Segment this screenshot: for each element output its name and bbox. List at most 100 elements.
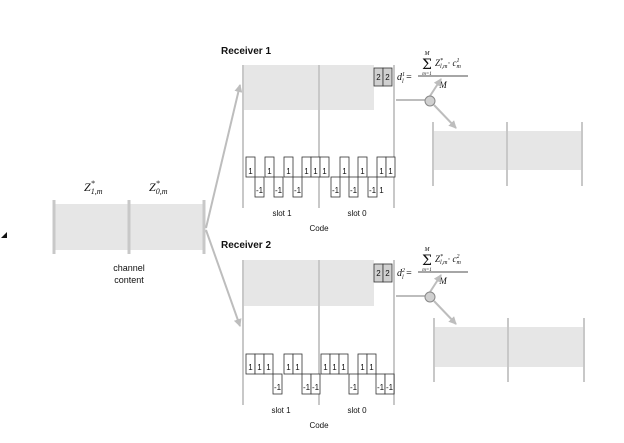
receiver1-register: 2 2 [373,67,393,87]
code-value: -1 [303,383,311,392]
code-cell [245,156,256,178]
channel-caption-line1: channel [113,263,145,273]
code-cell [357,156,368,178]
receiver1-title: Receiver 1 [221,46,271,57]
code-value: -1 [386,383,394,392]
receiver1-reg-value: 2 [385,73,390,82]
code-cell [292,353,303,375]
code-value: -1 [294,186,302,195]
code-value: -1 [274,383,282,392]
receiver2-sum-sign: Σ [422,253,432,269]
code-value: 1 [286,167,291,176]
receiver2-code-top-row: 1 1 1 1 1 1 1 1 1 1 [245,353,377,375]
receiver1-slot1-label: slot 1 [272,209,292,218]
receiver2-title: Receiver 2 [221,240,271,251]
receiver1-reg-cell [382,67,393,87]
code-value: 1 [379,186,384,195]
receiver1-code-bottom-row: -1 -1 -1 -1 -1 -1 1 [254,176,384,198]
code-cell [254,176,265,198]
code-value: 1 [332,363,337,372]
receiver2-output-arrow [433,300,457,325]
z1-label: Z*1,m [84,179,103,196]
receiver2-reg-cell [382,263,393,283]
code-cell [292,176,303,198]
code-value: 1 [313,167,318,176]
receiver1-reg-value: 2 [376,73,381,82]
receiver2-buffer [243,260,374,306]
code-cell [366,353,377,375]
code-value: -1 [332,186,340,195]
receiver1-buffer [243,65,374,110]
receiver2-denominator: M [438,276,447,286]
receiver2-formula-arrow [429,274,442,293]
channel-content: Z*1,m Z*0,m channel content [52,179,206,285]
receiver2-slot0-label: slot 0 [347,406,367,415]
code-value: 1 [304,167,309,176]
receiver1-sum-sign: Σ [422,57,432,73]
code-cell [385,156,396,178]
receiver1-denominator: M [438,80,447,90]
code-value: 1 [322,167,327,176]
corner-marker-icon [1,232,7,238]
receiver2-sum-bottom: m=1 [422,268,432,273]
code-cell [273,176,284,198]
code-value: -1 [369,186,377,195]
code-value: 1 [341,363,346,372]
code-cell [310,373,321,395]
receiver1-output-arrow [433,104,457,129]
code-value: -1 [275,186,283,195]
code-value: 1 [295,363,300,372]
receiver2-combiner-node [424,291,436,303]
code-value: 1 [369,363,374,372]
receiver2-sum-top: M [424,247,431,253]
code-value: 1 [286,363,291,372]
code-cell [338,353,349,375]
code-cell [263,353,274,375]
code-value: 1 [342,167,347,176]
channel-caption-line2: content [114,275,144,285]
code-value: 1 [257,363,262,372]
code-cell [384,373,395,395]
code-cell [330,176,341,198]
receiver2-code-label: Code [309,421,329,430]
code-cell [319,156,330,178]
code-value: -1 [312,383,320,392]
receiver1-sum-top: M [424,51,431,57]
z0-label: Z*0,m [149,179,168,196]
receiver2-code-bottom-row: -1 -1 -1 -1 -1 -1 [272,373,395,395]
code-value: 1 [323,363,328,372]
code-cell [283,156,294,178]
code-cell [272,373,283,395]
arrow-to-receiver2 [205,229,242,327]
code-value: 1 [248,363,253,372]
code-value: 1 [379,167,384,176]
receiver2-reg-value: 2 [385,269,390,278]
receiver1-code-label: Code [309,224,329,233]
receiver1-code-top-row: 1 1 1 1 1 1 1 1 1 1 [245,156,396,178]
arrow-to-receiver1 [205,84,243,229]
receiver2-reg-value: 2 [376,269,381,278]
code-cell [348,373,359,395]
code-value: 1 [266,363,271,372]
code-cell [367,176,378,198]
code-value: 1 [248,167,253,176]
code-value: -1 [377,383,385,392]
receiver1-combiner-node [424,95,436,107]
code-value: -1 [350,383,358,392]
code-value: 1 [388,167,393,176]
code-value: -1 [350,186,358,195]
code-value: 1 [360,363,365,372]
receiver1-slot0-label: slot 0 [347,209,367,218]
receiver1-formula-arrow [429,78,442,97]
receiver1-sum-bottom: m=1 [422,72,432,77]
receiver2-slot1-label: slot 1 [271,406,291,415]
code-value: -1 [256,186,264,195]
code-value: 1 [360,167,365,176]
